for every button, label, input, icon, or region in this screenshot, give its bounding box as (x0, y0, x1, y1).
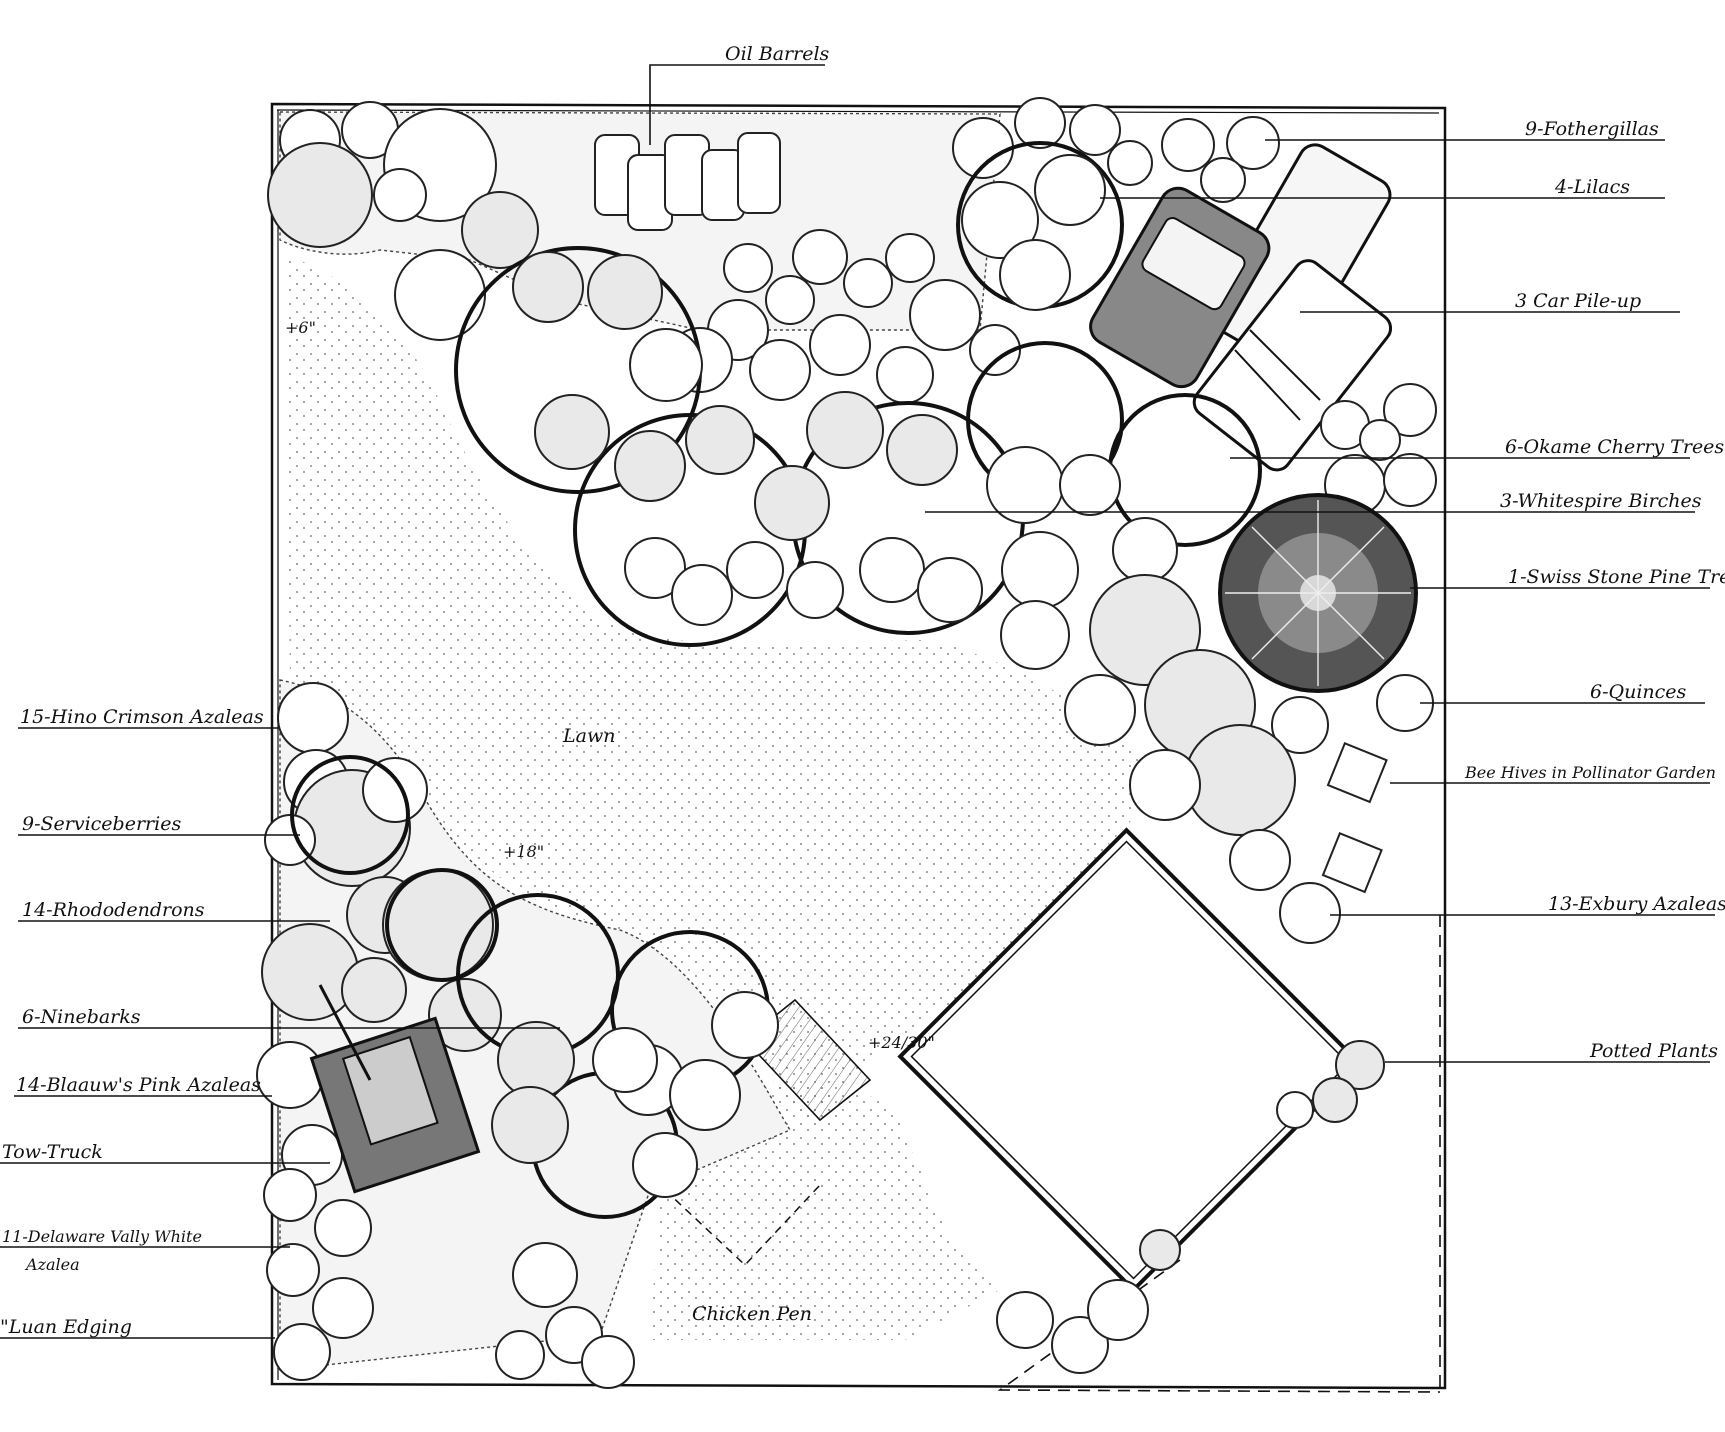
label-potted-text: Potted Plants (1589, 1040, 1718, 1062)
label-pine-text: 1-Swiss Stone Pine Tree (1508, 566, 1725, 588)
label-hino-text: 15-Hino Crimson Azaleas (20, 706, 264, 728)
label-elev-18: +18" (503, 842, 544, 861)
label-lawn: Lawn (562, 725, 615, 747)
whitespire-birches (986, 383, 1437, 609)
bottom-right-shrubs (996, 1279, 1149, 1374)
label-exbury-text: 13-Exbury Azaleas (1548, 893, 1725, 915)
label-rhododendrons-text: 14-Rhododendrons (22, 899, 205, 921)
label-tow-truck: Tow-Truck (0, 1141, 330, 1164)
label-fothergillas-text: 9-Fothergillas (1525, 118, 1659, 140)
label-lilacs-text: 4-Lilacs (1554, 176, 1630, 198)
right-side-shrubs (1000, 574, 1434, 944)
label-luan-text: "Luan Edging (0, 1316, 132, 1338)
label-ninebarks: 6-Ninebarks (18, 1006, 560, 1029)
label-bee-hives-text: Bee Hives in Pollinator Garden (1464, 763, 1716, 782)
lawn-area (285, 255, 1170, 1120)
label-blaauws: 14-Blaauw's Pink Azaleas (14, 1074, 272, 1097)
label-serviceberries: 9-Serviceberries (18, 813, 300, 836)
label-okame-text: 6-Okame Cherry Trees (1505, 436, 1724, 458)
label-serviceberries-text: 9-Serviceberries (22, 813, 181, 835)
label-quinces-text: 6-Quinces (1590, 681, 1687, 703)
label-delaware-text-1: 11-Delaware Vally White (2, 1227, 202, 1246)
label-elev-6: +6" (285, 318, 316, 337)
label-fothergillas: 9-Fothergillas (1265, 118, 1665, 141)
shaded-shrubs (512, 251, 983, 626)
dashed-extension (997, 915, 1441, 1393)
label-delaware: 11-Delaware Vally White Azalea (0, 1227, 290, 1274)
label-delaware-text-2: Azalea (24, 1255, 80, 1274)
label-blaauws-text: 14-Blaauw's Pink Azaleas (16, 1074, 261, 1096)
label-elev-24: +24/30" (868, 1033, 935, 1052)
label-tow-truck-text: Tow-Truck (2, 1141, 103, 1163)
label-luan: "Luan Edging (0, 1316, 275, 1339)
oil-barrels (594, 132, 781, 231)
fothergilla-shrubs (952, 97, 1280, 203)
label-birches: 3-Whitespire Birches (925, 490, 1702, 513)
label-hino: 15-Hino Crimson Azaleas (18, 706, 278, 729)
label-exbury: 13-Exbury Azaleas (1330, 893, 1725, 916)
lilac-cluster (956, 141, 1124, 311)
label-ninebarks-text: 6-Ninebarks (22, 1006, 141, 1028)
label-potted: Potted Plants (1385, 1040, 1718, 1063)
swiss-stone-pine (1218, 493, 1418, 693)
label-okame: 6-Okame Cherry Trees (1230, 436, 1724, 459)
bee-hives (1321, 742, 1388, 894)
label-birches-text: 3-Whitespire Birches (1500, 490, 1702, 512)
label-lilacs: 4-Lilacs (1100, 176, 1665, 199)
label-bee-hives: Bee Hives in Pollinator Garden (1390, 763, 1716, 784)
patio-pool (897, 827, 1363, 1293)
label-chicken-pen: Chicken Pen (692, 1303, 812, 1325)
ninebark-trees (290, 755, 779, 1219)
label-oil-barrels-text: Oil Barrels (725, 43, 830, 65)
label-rhododendrons: 14-Rhododendrons (18, 899, 330, 922)
label-car-pileup: 3 Car Pile-up (1300, 290, 1680, 313)
label-quinces: 6-Quinces (1420, 681, 1705, 704)
car-pileup (1089, 143, 1393, 472)
label-car-pileup-text: 3 Car Pile-up (1515, 290, 1641, 312)
label-oil-barrels: Oil Barrels (649, 43, 830, 145)
potted-plants (1139, 1040, 1385, 1271)
tow-truck (309, 984, 481, 1194)
label-pine: 1-Swiss Stone Pine Tree (1410, 566, 1725, 589)
